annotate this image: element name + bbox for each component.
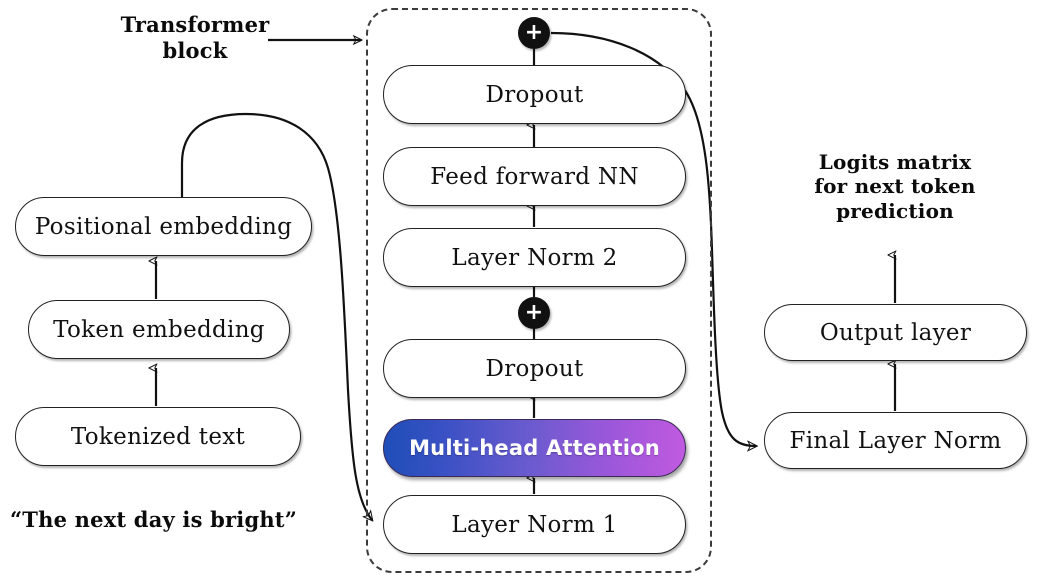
node-output-layer[interactable]: Output layer bbox=[764, 304, 1027, 361]
transformer-block-label: Transformer block bbox=[120, 12, 270, 63]
node-token-embedding[interactable]: Token embedding bbox=[28, 300, 290, 359]
node-feed-forward-nn[interactable]: Feed forward NN bbox=[383, 147, 686, 206]
input-sentence-label: “The next day is bright” bbox=[10, 507, 297, 532]
node-positional-embedding[interactable]: Positional embedding bbox=[15, 197, 312, 256]
node-dropout-upper[interactable]: Dropout bbox=[383, 65, 686, 124]
node-dropout-lower[interactable]: Dropout bbox=[383, 339, 686, 398]
node-layer-norm-1[interactable]: Layer Norm 1 bbox=[383, 495, 686, 554]
residual-add-top: + bbox=[518, 17, 550, 49]
residual-add-mid: + bbox=[518, 297, 550, 329]
logits-matrix-label: Logits matrix for next token prediction bbox=[814, 150, 976, 223]
node-final-layer-norm[interactable]: Final Layer Norm bbox=[764, 412, 1027, 469]
node-multi-head-attention[interactable]: Multi-head Attention bbox=[383, 419, 686, 477]
node-layer-norm-2[interactable]: Layer Norm 2 bbox=[383, 228, 686, 287]
transformer-block-boundary bbox=[366, 8, 712, 573]
node-tokenized-text[interactable]: Tokenized text bbox=[15, 407, 301, 466]
